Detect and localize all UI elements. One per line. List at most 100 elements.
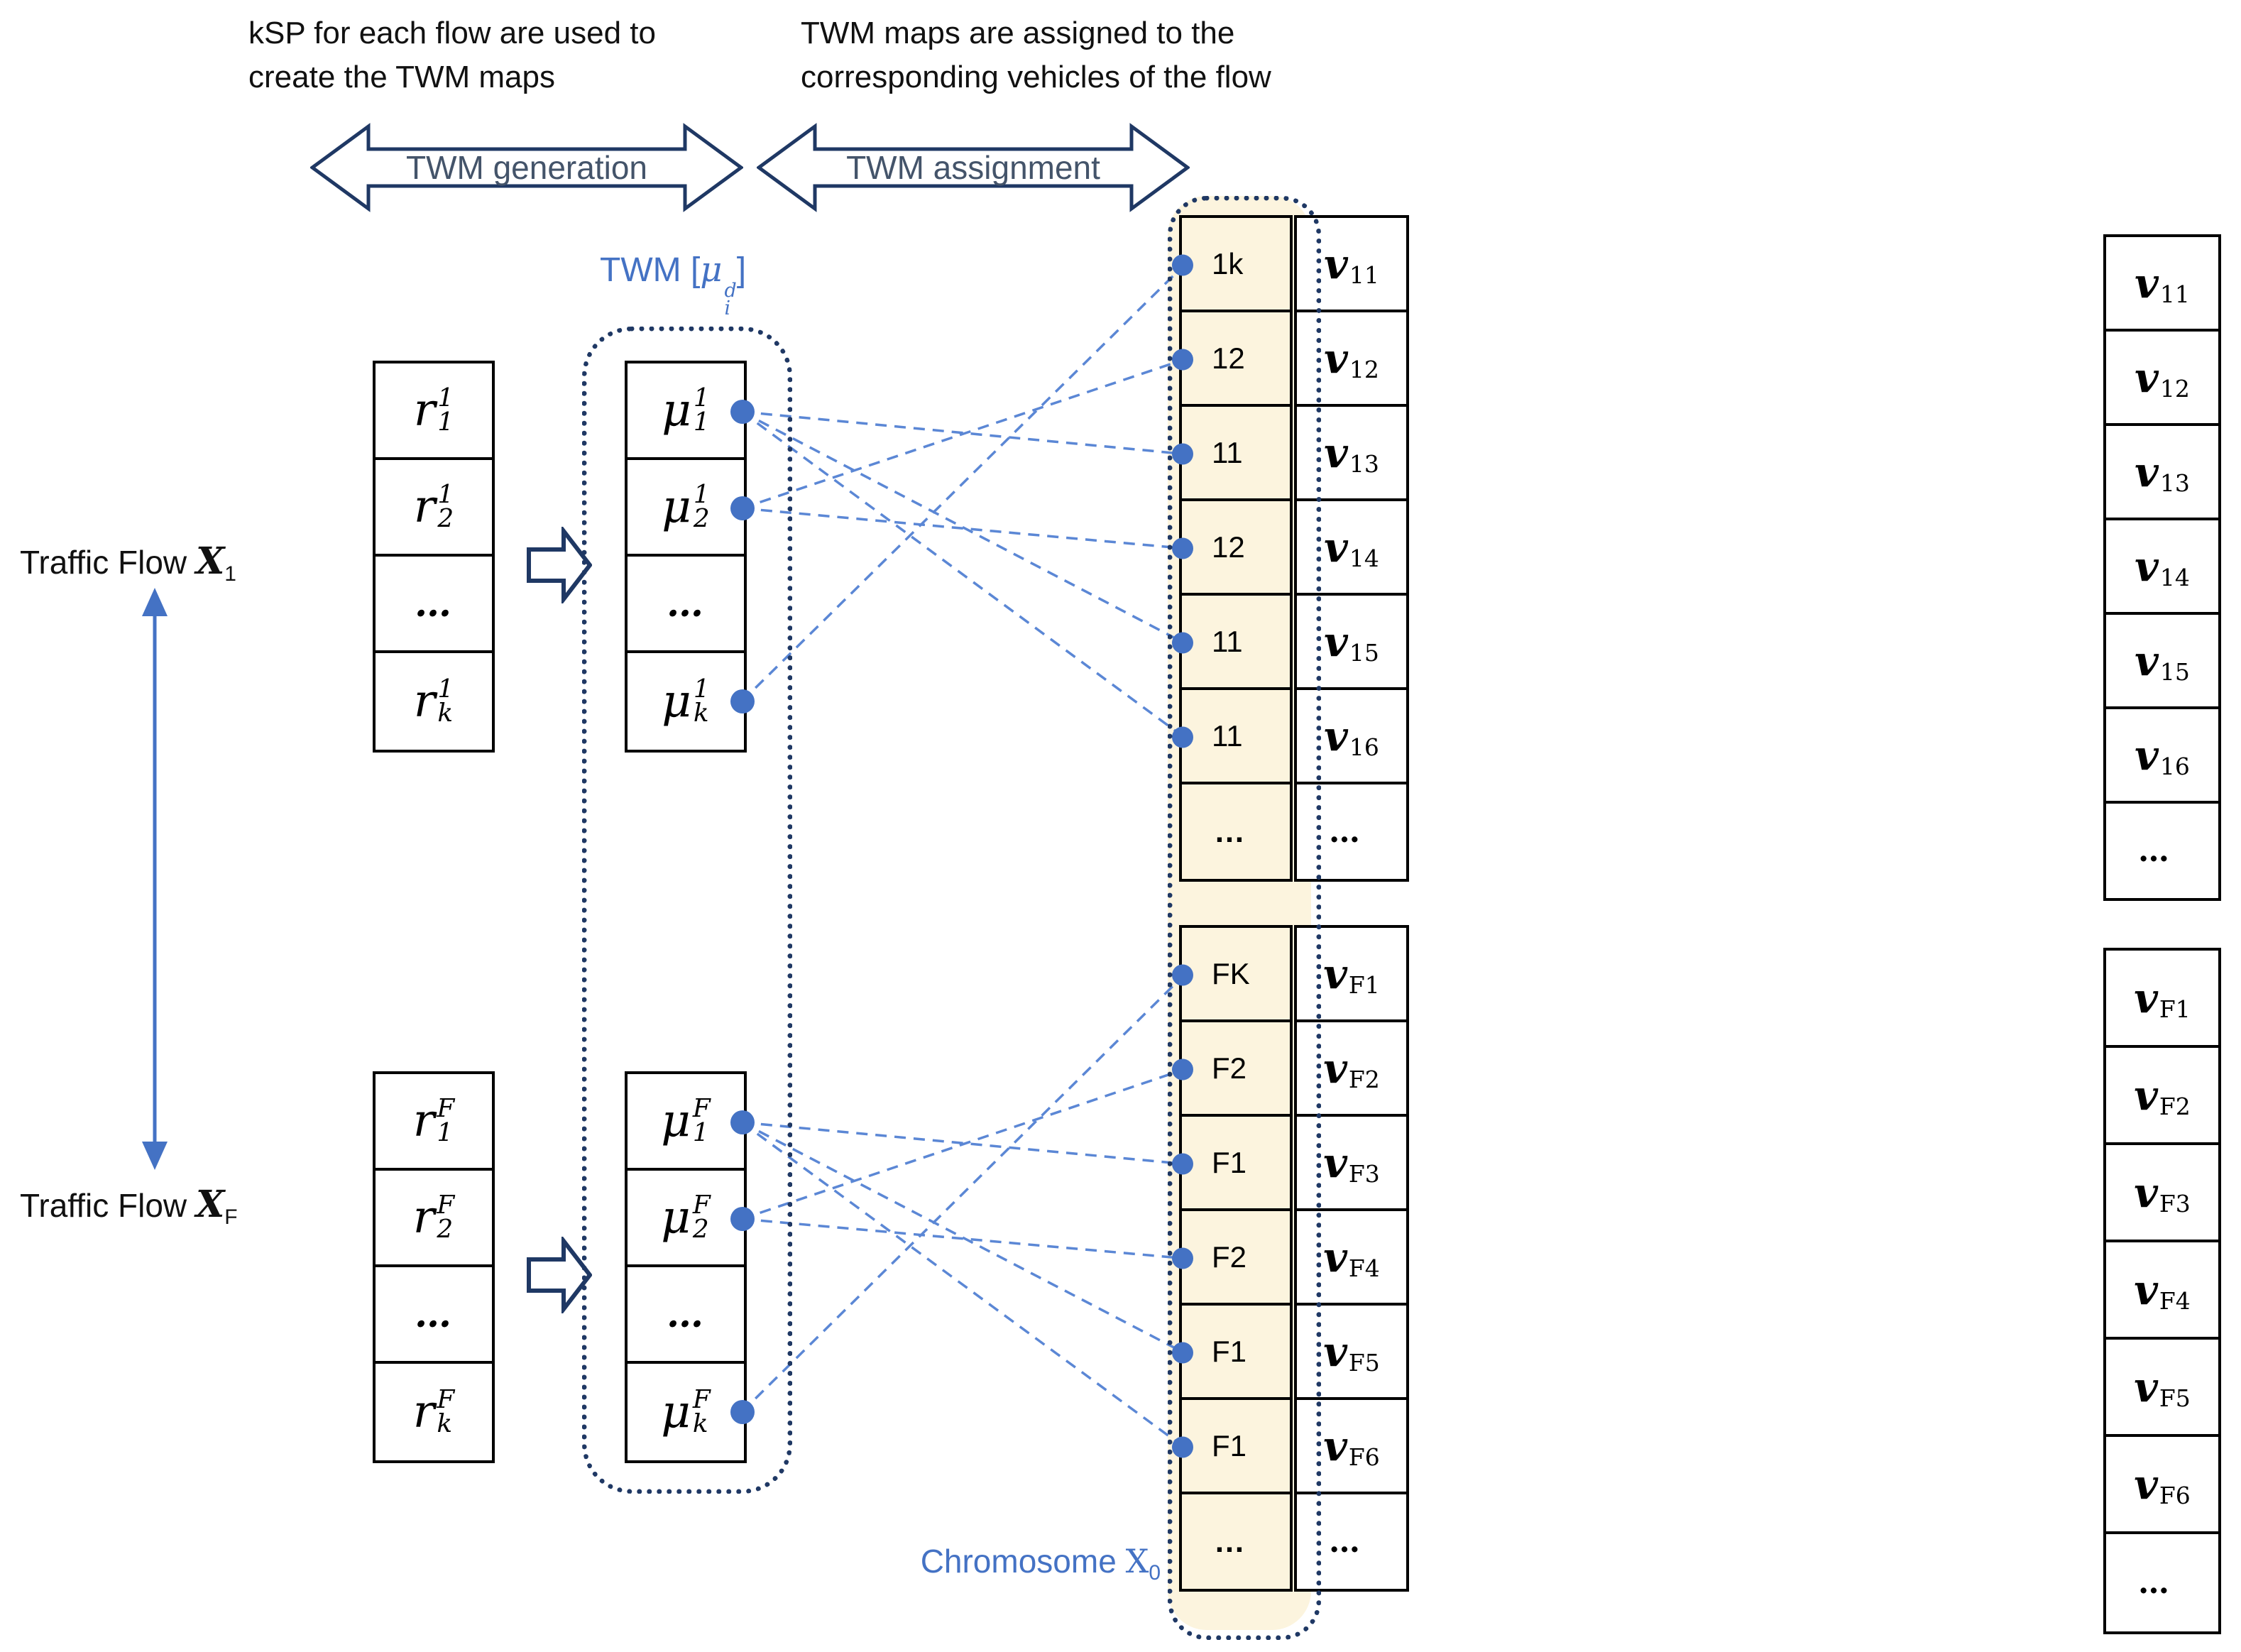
twm-assignment-text: TWM assignment: [846, 149, 1100, 186]
twm-title-sup: d: [724, 279, 737, 302]
gene-cell: 12: [1182, 501, 1290, 596]
ellipsis-cell: …: [2106, 804, 2218, 898]
flowF-sub: F: [224, 1205, 238, 1230]
twm-generation-label: TWM generation: [310, 122, 743, 213]
assignment-wire: [741, 1218, 1185, 1260]
assignment-wire: [740, 410, 1185, 738]
twm-generation-arrow: [310, 123, 743, 212]
generation-note: kSP for each flow are used to create the…: [248, 16, 656, 94]
gene-cell: 12: [1182, 312, 1290, 407]
flow1-sub: 1: [224, 562, 236, 586]
generation-block-arrow-top: [527, 527, 592, 603]
twm-assignment-label: TWM assignment: [757, 122, 1190, 213]
assignment-wire: [740, 974, 1185, 1413]
arrowhead-up: [142, 588, 168, 616]
twm-title-prefix: TWM [: [600, 251, 701, 289]
assignment-wire: [741, 1121, 1185, 1166]
ellipsis-cell: …: [1297, 1494, 1406, 1589]
assignment-note: TWM maps are assigned to the correspondi…: [801, 16, 1271, 94]
assignment-wire: [741, 410, 1185, 456]
twm-title-suffix: ]: [736, 251, 747, 289]
twm-title-sub: i: [724, 297, 731, 320]
flow-range-arrow: [142, 588, 168, 1170]
gene-cell: 11: [1182, 596, 1290, 690]
chromosome-label-sub: 0: [1149, 1561, 1161, 1585]
gene-cell: F2: [1182, 1211, 1290, 1306]
double-arrow-shape: [310, 123, 743, 212]
chromosome-label: Chromosome X0: [820, 1542, 1161, 1585]
gene-cell: F1: [1182, 1400, 1290, 1494]
arrowhead-down: [142, 1142, 168, 1170]
gene-cell: F1: [1182, 1306, 1290, 1400]
gene-cell: FK: [1182, 928, 1290, 1022]
chromosome-label-symbol: X: [1125, 1542, 1149, 1580]
flow1-symbol: X: [195, 540, 225, 583]
mu-symbol: μ: [700, 250, 723, 290]
ellipsis-cell: …: [2106, 1534, 2218, 1631]
assignment-wire: [740, 264, 1185, 703]
gene-cell: F2: [1182, 1022, 1290, 1117]
ellipsis-cell: …: [376, 1267, 492, 1364]
ellipsis-cell: …: [628, 1267, 744, 1364]
assignment-wire: [740, 1121, 1185, 1448]
traffic-flow-F-label: Traffic Flow XF: [20, 1183, 238, 1230]
ellipsis-cell: …: [628, 557, 744, 653]
assignment-wire: [741, 358, 1185, 510]
chromosome-label-text: Chromosome: [920, 1543, 1126, 1580]
ellipsis-cell: …: [1297, 784, 1406, 879]
twm-generation-text: TWM generation: [405, 149, 647, 186]
assignment-wire: [741, 1068, 1185, 1220]
flowF-symbol: X: [195, 1183, 225, 1226]
generation-block-arrow-bottom: [527, 1237, 592, 1313]
assignment-wire: [741, 507, 1185, 550]
gene-cell: 11: [1182, 407, 1290, 501]
gene-cell: F1: [1182, 1117, 1290, 1211]
ellipsis-cell: …: [1214, 814, 1246, 849]
flow1-text: Traffic Flow: [20, 544, 196, 581]
chromosome-strip: [1168, 196, 1311, 1630]
